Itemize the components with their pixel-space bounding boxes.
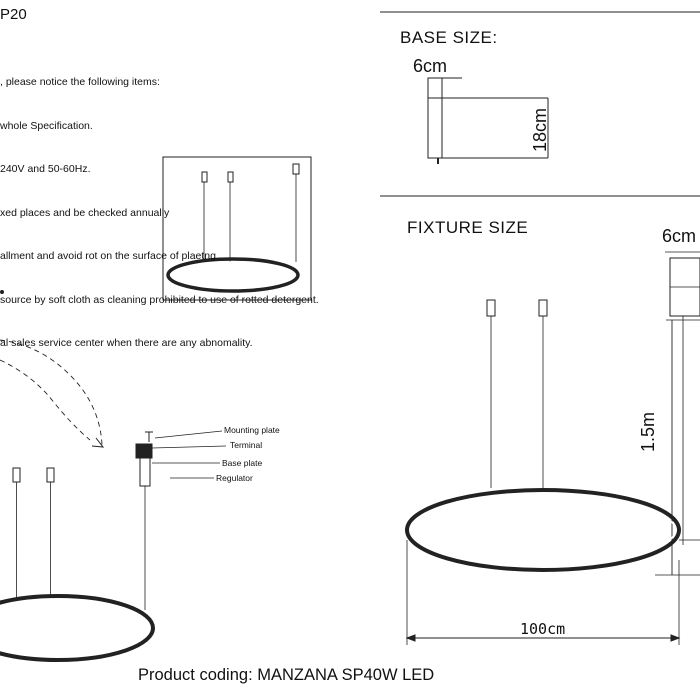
page-code: P20	[0, 6, 27, 23]
thumb-canopy-left	[201, 171, 208, 183]
instruction-line: al sales service center when there are a…	[0, 337, 253, 349]
diameter-arrow-right	[670, 634, 681, 642]
instruction-line: whole Specification.	[0, 119, 93, 132]
diameter-arrow-left	[405, 634, 416, 642]
thumb-ring	[166, 257, 300, 293]
regulator-body	[139, 457, 151, 487]
motion-arc-inner	[0, 359, 91, 441]
diameter-label: 100cm	[520, 620, 566, 638]
instruction-line: , please notice the following items:	[0, 76, 160, 88]
motion-dot	[0, 290, 4, 294]
instruction-line: allment and avoid rot on the surface of …	[0, 250, 219, 262]
installation-ring	[0, 594, 155, 662]
base-size-title: BASE SIZE:	[400, 28, 498, 47]
fixture-ring	[405, 488, 681, 572]
instruction-line: 240V and 50-60Hz.	[0, 163, 91, 175]
product-coding: Product coding: MANZANA SP40W LED	[138, 666, 435, 684]
instruction-line: xed places and be checked annually	[0, 206, 170, 219]
fixture-canopy-right	[538, 299, 548, 317]
leader-terminal	[151, 445, 227, 449]
base-plate-label: Base plate	[222, 458, 263, 468]
motion-arrow-head	[91, 437, 105, 448]
fixture-ring-highlight	[410, 493, 676, 567]
canopy-left	[12, 467, 21, 483]
base-height-label: 18cm	[530, 107, 550, 152]
base-size-drawing	[427, 77, 549, 164]
instructions-list: , please notice the following items: who…	[0, 46, 319, 365]
terminal-label: Terminal	[230, 440, 263, 450]
regulator-label: Regulator	[216, 473, 253, 483]
base-width-label: 6cm	[413, 56, 448, 76]
base-side-outline	[427, 77, 443, 159]
product-thumbnail	[162, 156, 312, 301]
fixture-canopy-left	[486, 299, 496, 317]
motion-arc-outer	[0, 339, 103, 446]
instruction-line: source by soft cloth as cleaning prohibi…	[0, 293, 319, 306]
canopy-right	[46, 467, 55, 483]
fixture-size-title: FIXTURE SIZE	[407, 218, 529, 237]
cable-length-label: 1.5m	[638, 411, 658, 452]
thumbnail-frame	[162, 156, 312, 301]
mounting-plate-label: Mounting plate	[224, 425, 280, 435]
fixture-base-width-label: 6cm	[662, 226, 697, 246]
fixture-size-drawing	[405, 251, 700, 645]
leader-mounting-plate	[154, 430, 223, 439]
thumb-canopy-right	[227, 171, 234, 183]
installation-diagram	[0, 290, 227, 662]
installation-ring-highlight	[0, 599, 150, 657]
thumb-ring-highlight	[170, 261, 296, 289]
terminal-block	[135, 443, 153, 459]
